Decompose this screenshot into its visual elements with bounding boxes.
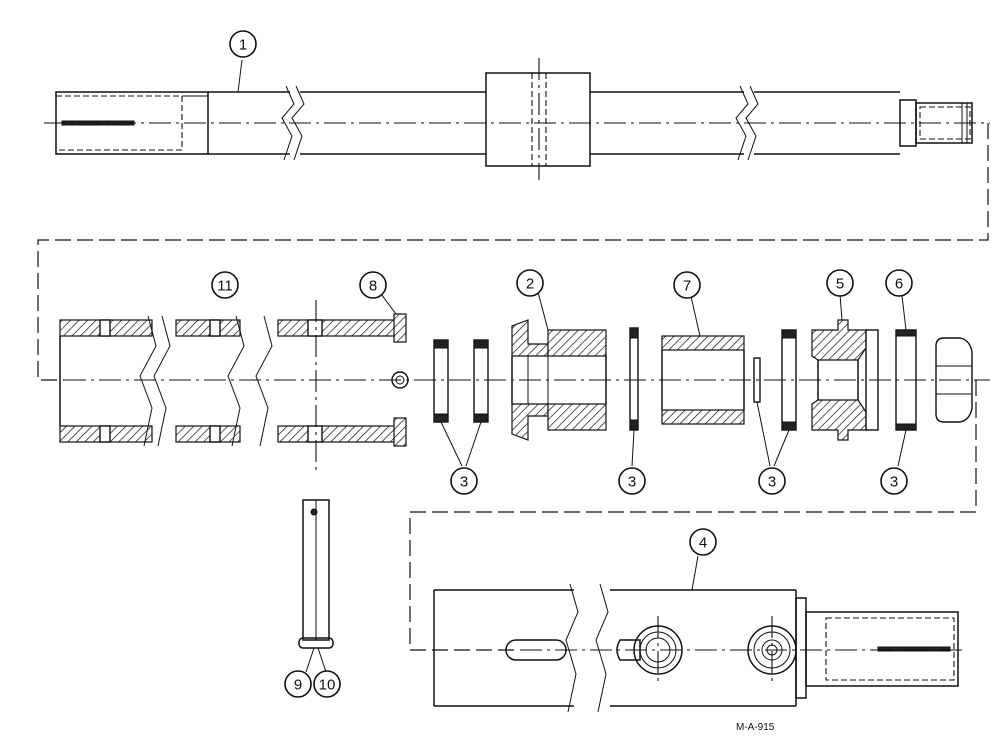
callout-3-seal-pair: 3 (450, 467, 478, 495)
callout-5-label: 5 (836, 276, 844, 293)
part-9-10-pin (298, 499, 334, 673)
connection-line-bottom (409, 380, 977, 651)
part-3-oring-seal (753, 329, 797, 467)
callout-3a-label: 3 (460, 474, 468, 491)
part-5-piston (811, 293, 879, 441)
callout-3-oring: 3 (758, 467, 786, 495)
callout-7: 7 (673, 271, 701, 299)
callout-6: 6 (885, 269, 913, 297)
part-4-clevis (433, 555, 964, 713)
part-11-tube (59, 300, 399, 470)
connection-line-top (37, 123, 989, 381)
callout-8-label: 8 (369, 278, 377, 295)
callout-3c-label: 3 (768, 474, 776, 491)
callout-9: 9 (284, 670, 312, 698)
part-7-bushing (661, 291, 745, 425)
callout-2-label: 2 (526, 276, 534, 293)
part-2-gland (511, 291, 607, 441)
callout-6-label: 6 (895, 276, 903, 293)
callout-8: 8 (359, 271, 387, 299)
callout-3d-label: 3 (890, 474, 898, 491)
callout-3-ring: 3 (618, 467, 646, 495)
callout-10-label: 10 (319, 677, 336, 694)
callout-10: 10 (313, 670, 341, 698)
callout-11: 11 (211, 271, 239, 299)
part-1-shaft (44, 58, 990, 180)
callout-9-label: 9 (294, 677, 302, 694)
part-6-wear-ring (895, 295, 917, 467)
callout-3-wear-ring: 3 (880, 467, 908, 495)
callout-7-label: 7 (683, 278, 691, 295)
part-8-set-screws (377, 289, 409, 447)
drawing-code: M-A-915 (736, 722, 775, 733)
part-3-ring (629, 327, 639, 467)
callout-1: 1 (229, 30, 257, 58)
callout-11-label: 11 (217, 278, 233, 295)
callout-4: 4 (689, 528, 717, 556)
callout-5: 5 (826, 269, 854, 297)
callout-2: 2 (516, 269, 544, 297)
callout-1-label: 1 (239, 37, 247, 54)
callout-3b-label: 3 (628, 474, 636, 491)
callout-4-label: 4 (699, 535, 707, 552)
part-3-seal-pair (433, 339, 489, 467)
